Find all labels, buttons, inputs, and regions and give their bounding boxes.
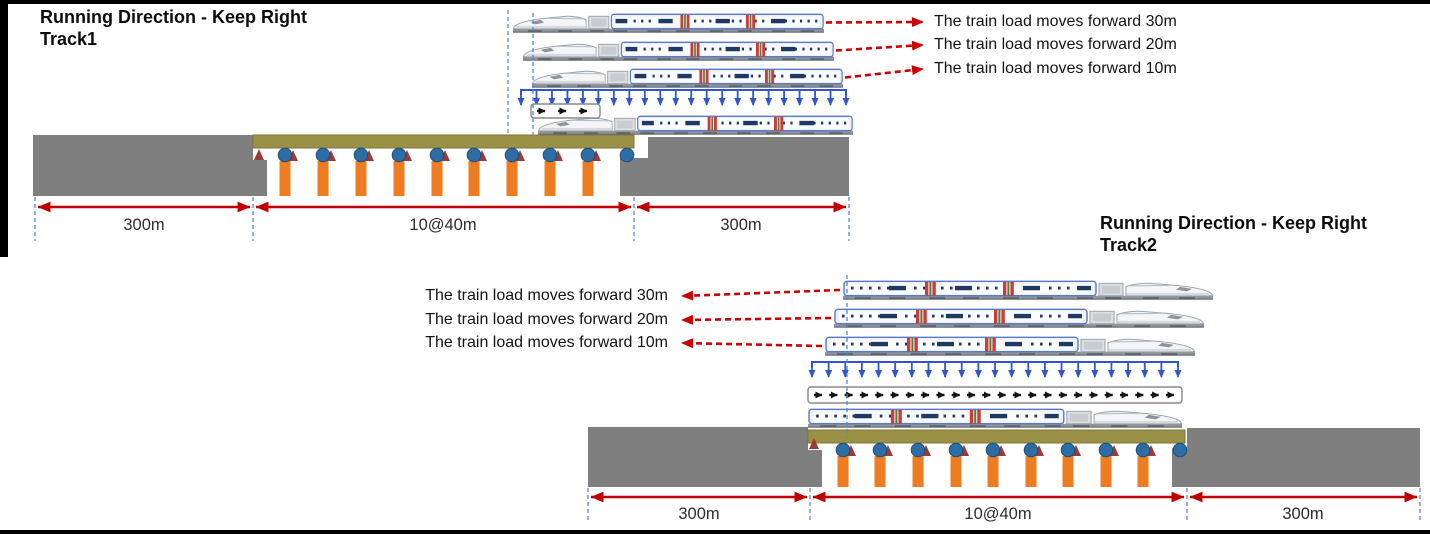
pier xyxy=(506,161,518,196)
train-forward-20m xyxy=(833,308,1205,329)
pier xyxy=(1137,456,1149,487)
bearing xyxy=(1135,442,1151,458)
dim-label-10at40m: 10@40m xyxy=(964,505,1032,523)
bearing xyxy=(504,147,520,163)
bearing xyxy=(315,147,331,163)
bearing xyxy=(1098,442,1114,458)
train-forward-30m xyxy=(842,280,1214,301)
bearing xyxy=(835,442,851,458)
move-label-30m: The train load moves forward 30m xyxy=(425,287,668,304)
title-line2: Track1 xyxy=(40,29,98,49)
bearing xyxy=(542,147,558,163)
bridge-deck xyxy=(807,429,1186,444)
pier xyxy=(1025,456,1037,487)
border-left xyxy=(0,0,8,257)
pier xyxy=(431,161,443,196)
move-label-10m: The train load moves forward 10m xyxy=(425,334,668,351)
abutment-triangle xyxy=(254,149,264,160)
pier xyxy=(582,161,594,196)
bearing xyxy=(466,147,482,163)
leader-arrow-10m xyxy=(844,65,924,79)
title-line1: Running Direction - Keep Right xyxy=(1100,213,1367,233)
dim-label-300m-right: 300m xyxy=(1282,505,1324,523)
leader-arrow-30m xyxy=(825,17,924,28)
border-top xyxy=(0,0,1430,4)
pier xyxy=(393,161,405,196)
train-forward-30m xyxy=(512,13,825,34)
pier xyxy=(912,456,924,487)
train-current-position xyxy=(537,115,854,136)
train-current-position xyxy=(807,408,1183,429)
pier xyxy=(1100,456,1112,487)
dim-label-300m-right: 300m xyxy=(720,216,762,234)
dim-label-10at40m: 10@40m xyxy=(409,216,477,234)
track2-diagram xyxy=(587,275,1421,522)
leader-arrow-30m xyxy=(681,288,841,301)
bearing xyxy=(353,147,369,163)
track1-title: Running Direction - Keep Right Track1 xyxy=(40,6,307,50)
move-label-20m: The train load moves forward 20m xyxy=(934,36,1177,53)
bridge-deck xyxy=(252,134,635,149)
abutment-bearing xyxy=(619,147,635,163)
embankment-right xyxy=(648,137,849,196)
train-forward-10m xyxy=(824,336,1196,357)
bearing xyxy=(277,147,293,163)
pier xyxy=(837,456,849,487)
abutment-triangle xyxy=(809,438,819,449)
embankment-left xyxy=(33,135,253,196)
embankment-right xyxy=(1187,428,1420,487)
abutment-shoulder-right xyxy=(620,158,648,196)
bearing xyxy=(872,442,888,458)
move-label-30m: The train load moves forward 30m xyxy=(934,13,1177,30)
train-forward-20m xyxy=(522,41,835,62)
track2-title: Running Direction - Keep Right Track2 xyxy=(1100,212,1367,256)
pier xyxy=(355,161,367,196)
pier xyxy=(279,161,291,196)
move-label-20m: The train load moves forward 20m xyxy=(425,311,668,328)
bearing xyxy=(1023,442,1039,458)
embankment-left xyxy=(588,427,808,487)
pier xyxy=(987,456,999,487)
leader-arrow-10m xyxy=(681,338,823,349)
dim-label-300m-left: 300m xyxy=(678,505,720,523)
track1-diagram xyxy=(33,10,924,241)
bearing xyxy=(985,442,1001,458)
train-forward-10m xyxy=(531,68,844,89)
pier xyxy=(874,456,886,487)
bearing xyxy=(391,147,407,163)
pier xyxy=(468,161,480,196)
border-bottom xyxy=(0,530,1430,534)
abutment-shoulder-left xyxy=(253,160,267,196)
abutment-shoulder-right xyxy=(1172,448,1187,487)
abutment-bearing xyxy=(1172,442,1188,458)
bearing xyxy=(1060,442,1076,458)
bearing xyxy=(429,147,445,163)
title-line2: Track2 xyxy=(1100,235,1158,255)
pier xyxy=(317,161,329,196)
abutment-shoulder-left xyxy=(808,450,822,487)
bridge-supports xyxy=(809,438,1188,487)
dim-label-300m-left: 300m xyxy=(123,216,165,234)
distributed-load xyxy=(517,89,850,106)
title-line1: Running Direction - Keep Right xyxy=(40,7,307,27)
bridge-supports xyxy=(254,147,635,196)
pier xyxy=(1062,456,1074,487)
move-label-10m: The train load moves forward 10m xyxy=(934,60,1177,77)
pier xyxy=(544,161,556,196)
leader-arrow-20m xyxy=(835,40,924,52)
pier xyxy=(950,456,962,487)
bearing xyxy=(910,442,926,458)
distributed-load xyxy=(808,361,1182,378)
direction-box xyxy=(807,386,1183,404)
bearing xyxy=(580,147,596,163)
bearing xyxy=(948,442,964,458)
leader-arrow-20m xyxy=(681,314,832,325)
